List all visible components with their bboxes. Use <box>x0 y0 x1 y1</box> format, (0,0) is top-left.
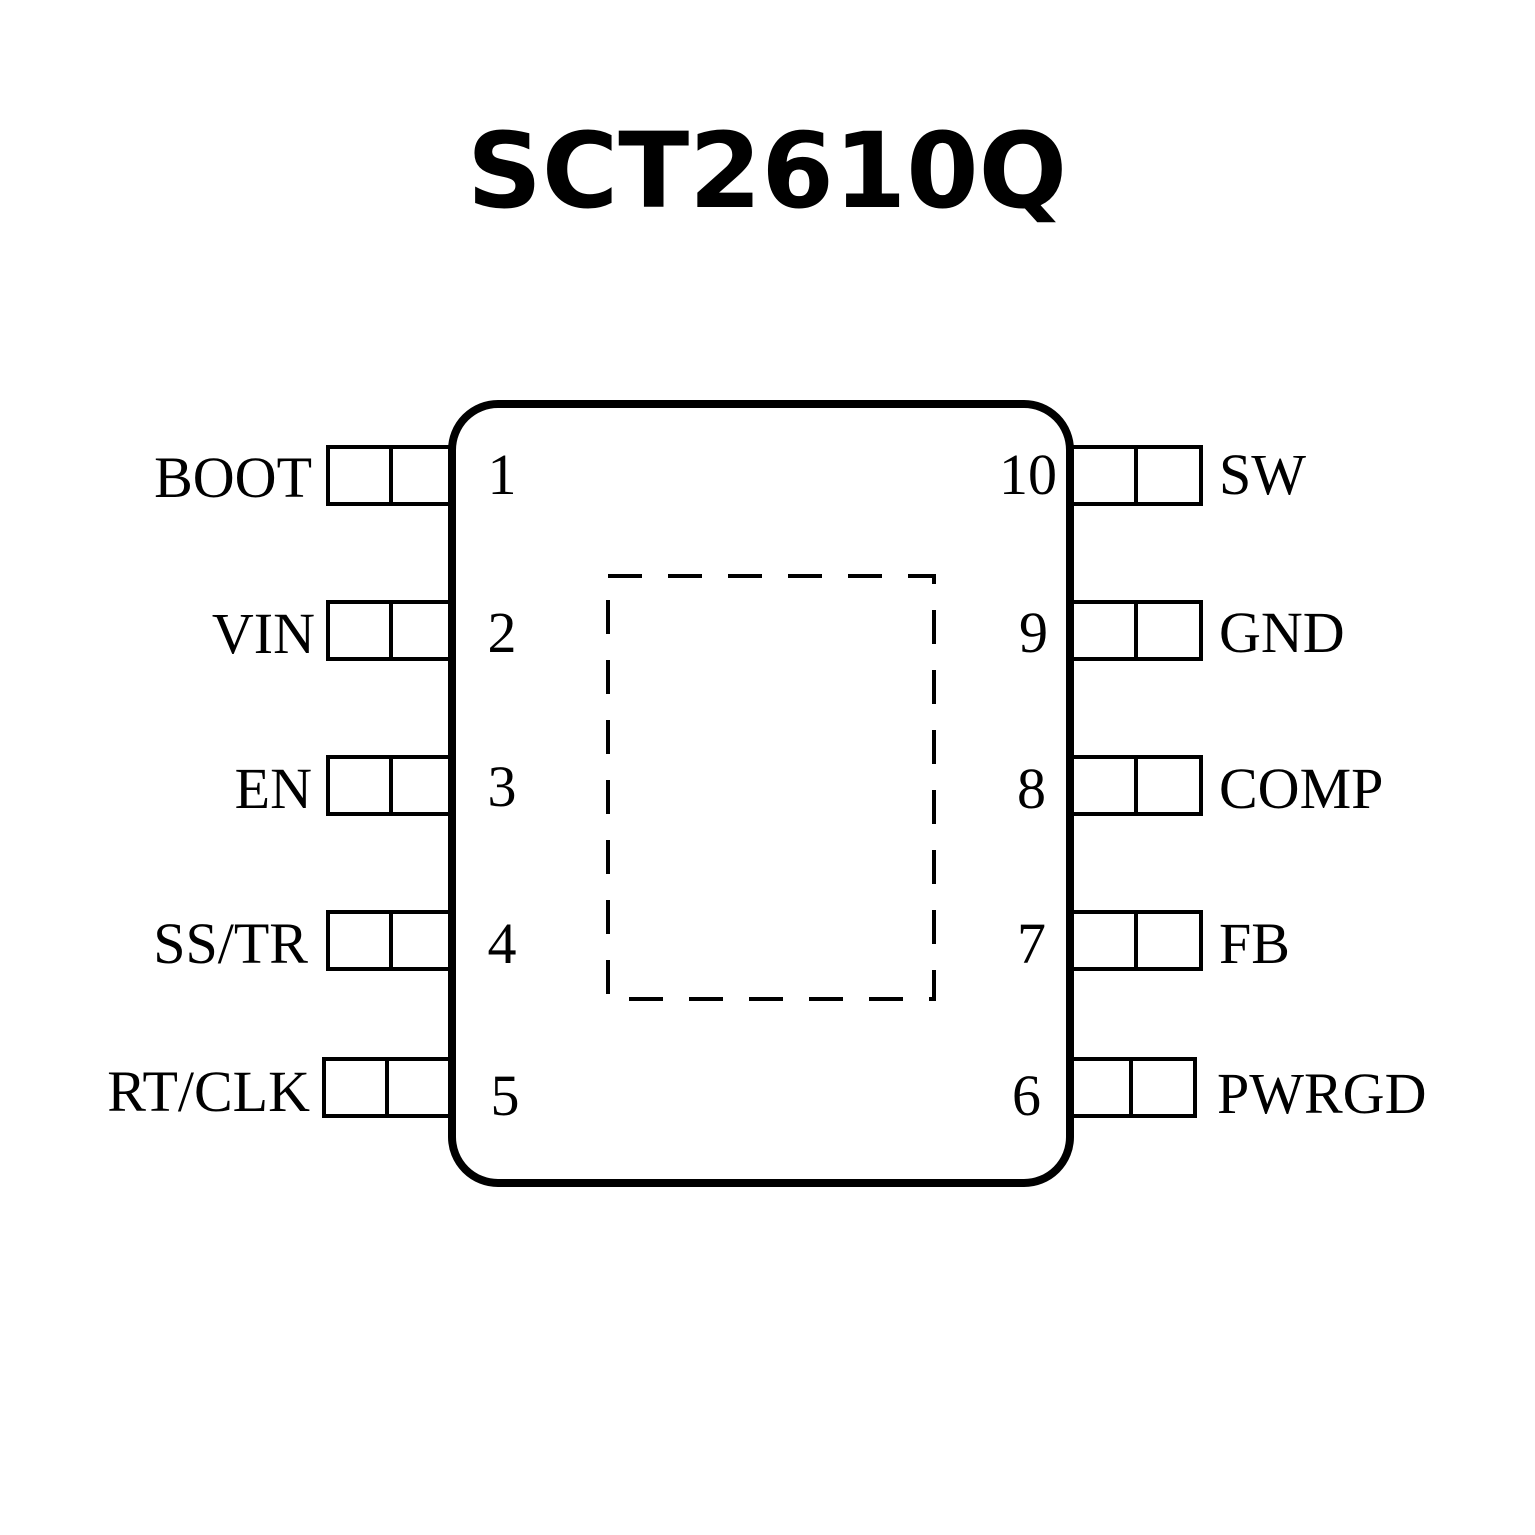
pin-number-8: 8 <box>1017 756 1046 821</box>
lead-pin-5 <box>322 1057 454 1118</box>
pin-number-9: 9 <box>1019 600 1048 665</box>
pin-number-1: 1 <box>488 442 517 507</box>
pin-name-3: EN <box>235 756 312 821</box>
pin-name-1: BOOT <box>154 445 312 510</box>
pin-number-5: 5 <box>491 1063 520 1128</box>
package-body <box>448 400 1074 1187</box>
pin-number-10: 10 <box>999 442 1057 507</box>
lead-pin-10 <box>1066 445 1203 506</box>
pin-number-3: 3 <box>488 754 517 819</box>
pin-number-2: 2 <box>488 600 517 665</box>
exposed-thermal-pad <box>606 574 936 1001</box>
lead-pin-1 <box>326 445 454 506</box>
lead-pin-9 <box>1066 600 1203 661</box>
pin-name-9: GND <box>1219 600 1345 665</box>
lead-pin-7 <box>1066 910 1203 971</box>
lead-pin-8 <box>1066 755 1203 816</box>
pin-name-8: COMP <box>1219 756 1383 821</box>
lead-pin-6 <box>1066 1057 1197 1118</box>
pin-number-4: 4 <box>488 911 517 976</box>
pin-number-7: 7 <box>1017 911 1046 976</box>
pin-number-6: 6 <box>1012 1063 1041 1128</box>
chip-title: SCT2610Q <box>467 110 1067 232</box>
pin-name-2: VIN <box>212 601 315 666</box>
lead-pin-4 <box>326 910 454 971</box>
lead-pin-2 <box>326 600 454 661</box>
pin-name-5: RT/CLK <box>107 1059 310 1124</box>
pin-name-6: PWRGD <box>1217 1061 1426 1126</box>
lead-pin-3 <box>326 755 454 816</box>
pin-name-10: SW <box>1219 442 1306 507</box>
pin-name-4: SS/TR <box>153 911 308 976</box>
pin-name-7: FB <box>1219 911 1290 976</box>
